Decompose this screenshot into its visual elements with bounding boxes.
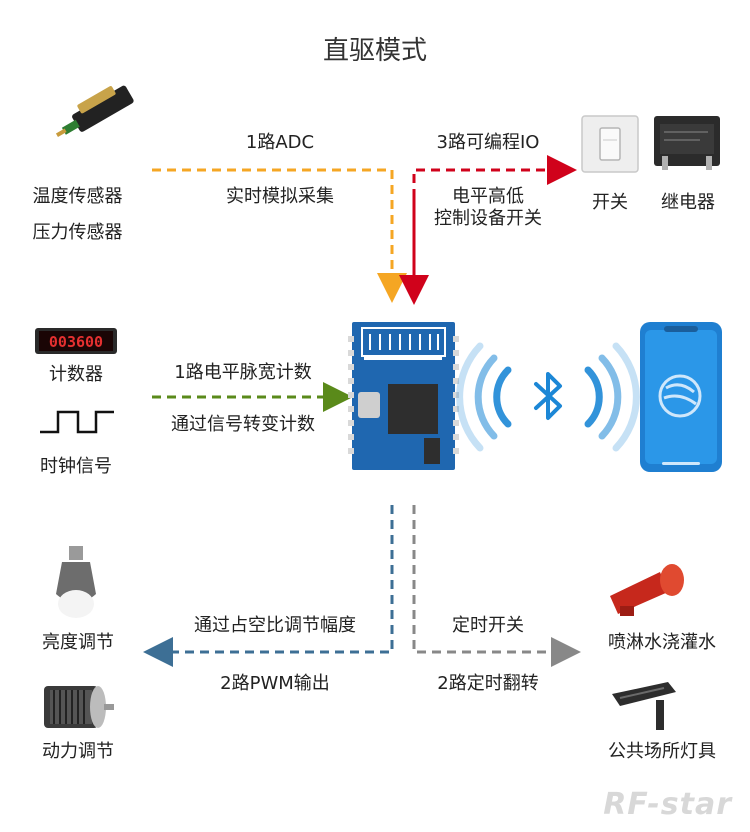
temperature-sensor-label: 温度传感器 — [32, 186, 123, 207]
pulse-label: 1路电平脉宽计数 — [174, 362, 312, 383]
smartphone-icon — [640, 322, 722, 472]
clock-signal-label: 时钟信号 — [40, 456, 112, 477]
relay-label: 继电器 — [661, 192, 715, 213]
timer-arrow — [412, 505, 581, 667]
timer-desc-label: 定时开关 — [452, 615, 524, 636]
pwm-desc-label: 通过占空比调节幅度 — [194, 615, 356, 636]
bluetooth-icon — [534, 372, 562, 420]
page-title: 直驱模式 — [322, 36, 427, 66]
power-label: 动力调节 — [42, 741, 114, 762]
sprinkler-label: 喷淋水浇灌水 — [608, 632, 716, 653]
pulse-desc-label: 通过信号转变计数 — [171, 414, 315, 435]
timer-label: 2路定时翻转 — [437, 673, 539, 694]
io-desc-line1: 电平高低 — [452, 186, 524, 207]
adc-arrow — [152, 168, 407, 303]
clock-signal-icon — [40, 410, 114, 434]
adc-label: 1路ADC — [245, 132, 315, 153]
bluetooth-wave-icon — [456, 342, 640, 452]
motor-icon — [44, 686, 114, 728]
switch-icon — [581, 115, 639, 173]
pwm-label: 2路PWM输出 — [220, 673, 330, 694]
watermark-logo: RF-star — [603, 787, 732, 822]
counter-icon — [35, 328, 117, 354]
io-label: 3路可编程IO — [436, 132, 540, 153]
switch-label: 开关 — [592, 192, 628, 213]
counter-label: 计数器 — [49, 364, 103, 385]
sensor-icon — [55, 85, 134, 137]
pwm-arrow — [143, 505, 394, 667]
lamp-label: 公共场所灯具 — [608, 741, 716, 762]
adc-desc-label: 实时模拟采集 — [226, 186, 334, 207]
io-desc-line2: 控制设备开关 — [434, 208, 542, 229]
sprinkler-icon — [610, 564, 684, 616]
street-lamp-icon — [612, 682, 676, 730]
counter-display-text: 003600 — [49, 333, 103, 351]
io-arrow — [412, 155, 577, 288]
bulb-icon — [56, 546, 96, 618]
brightness-label: 亮度调节 — [42, 632, 114, 653]
relay-icon — [654, 116, 720, 170]
pressure-sensor-label: 压力传感器 — [32, 222, 123, 243]
bluetooth-module-icon — [348, 322, 459, 470]
